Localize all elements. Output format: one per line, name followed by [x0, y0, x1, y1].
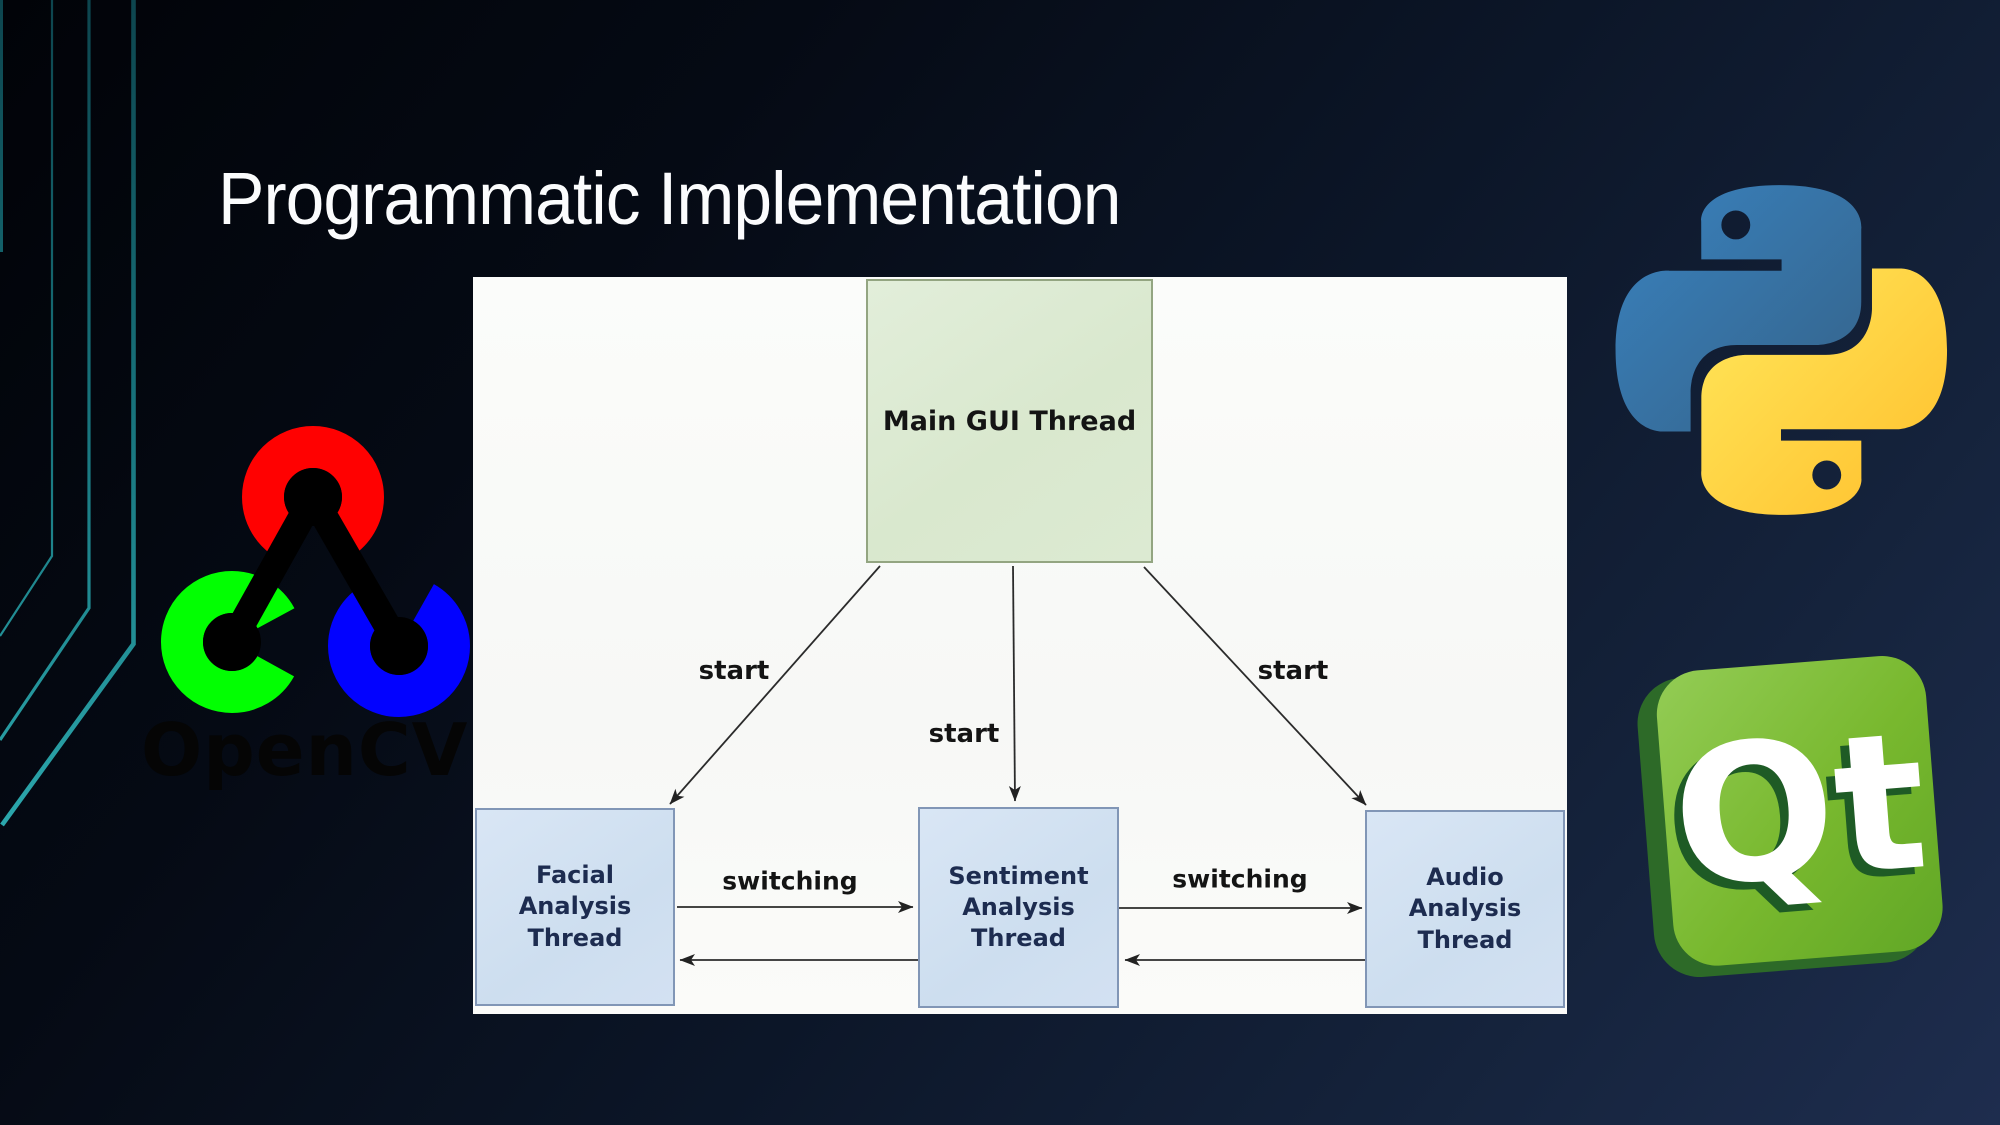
diagram-arrows — [669, 565, 1367, 966]
accent-line-2 — [0, 0, 91, 741]
edge-label-start-audio: start — [1257, 656, 1329, 686]
node-facial-analysis-thread: Facial Analysis Thread — [475, 808, 675, 1006]
teal-accent-lines — [0, 0, 136, 827]
qt-wordmark: Qt — [1665, 690, 1934, 930]
qt-cube-face — [1656, 656, 1943, 966]
edge-label-switching-left: switching — [722, 866, 858, 896]
node-audio-label: Audio Analysis Thread — [1408, 863, 1522, 954]
node-main-gui-thread-label: Main GUI Thread — [882, 405, 1137, 437]
node-facial-label: Facial Analysis Thread — [518, 861, 632, 952]
opencv-blue-ring — [328, 575, 470, 717]
arrow-start-to-facial — [669, 565, 881, 805]
thread-diagram: Main GUI Thread Facial Analysis Thread S… — [473, 277, 1567, 1014]
node-main-gui-thread: Main GUI Thread — [866, 279, 1153, 563]
opencv-logo-icon — [161, 426, 470, 717]
page-title: Programmatic Implementation — [218, 157, 1121, 240]
node-sentiment-label: Sentiment Analysis Thread — [948, 861, 1089, 953]
opencv-red-ring — [242, 426, 384, 568]
opencv-green-ring — [161, 571, 303, 713]
node-sentiment-analysis-thread: Sentiment Analysis Thread — [918, 807, 1119, 1008]
arrow-start-to-sentiment — [1008, 565, 1021, 802]
python-logo-icon — [1615, 185, 1948, 515]
edge-label-start-sentiment: start — [928, 719, 1000, 749]
python-yellow-snake — [1701, 268, 1948, 515]
edge-label-start-facial: start — [698, 656, 770, 686]
accent-line-3 — [0, 0, 136, 827]
qt-wordmark-shadow: Qt — [1657, 698, 1926, 938]
node-audio-analysis-thread: Audio Analysis Thread — [1365, 810, 1565, 1008]
python-blue-snake — [1615, 185, 1862, 432]
qt-logo-icon: Qt Qt — [1637, 656, 1943, 978]
arrow-start-to-audio — [1143, 566, 1367, 806]
accent-line-1 — [0, 0, 54, 637]
opencv-ring-holes — [203, 468, 428, 675]
opencv-wordmark: OpenCV — [141, 708, 469, 792]
edge-label-switching-right: switching — [1172, 864, 1308, 894]
